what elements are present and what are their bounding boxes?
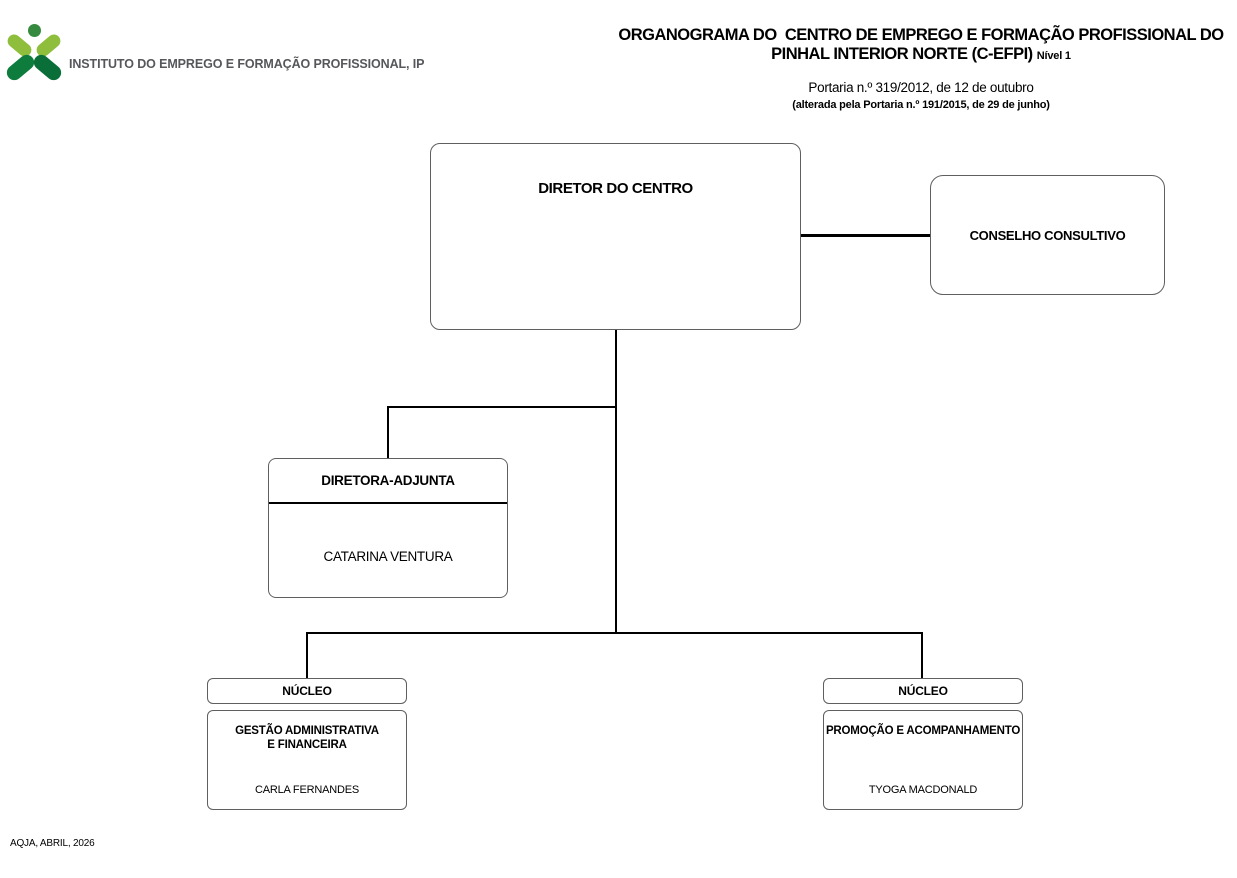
page-title: ORGANOGRAMA DO CENTRO DE EMPREGO E FORMA… xyxy=(601,26,1237,66)
logo-leg-left-shape xyxy=(3,51,38,84)
footer-credit: AQJA, ABRIL, 2026 xyxy=(10,838,95,849)
portaria-reference: Portaria n.º 319/2012, de 12 de outubro xyxy=(808,80,1034,95)
nucleus-left-title-line2: E FINANCEIRA xyxy=(267,739,347,751)
connector-deputy-horizontal xyxy=(387,406,617,408)
connector-nucleus-left-vertical xyxy=(306,632,308,679)
nucleus-left-title-line1: GESTÃO ADMINISTRATIVA xyxy=(235,725,379,737)
nucleus-right-name: TYOGA MACDONALD xyxy=(868,784,978,796)
nucleus-right-title: PROMOÇÃO E ACOMPANHAMENTO xyxy=(825,725,1021,737)
portaria-amendment: (alterada pela Portaria n.º 191/2015, de… xyxy=(792,99,1050,111)
nucleus-right-header: NÚCLEO xyxy=(823,678,1023,704)
connector-deputy-vertical xyxy=(387,406,389,459)
header: ORGANOGRAMA DO CENTRO DE EMPREGO E FORMA… xyxy=(601,26,1237,111)
advisory-council-title: CONSELHO CONSULTIVO xyxy=(969,227,1126,243)
nucleus-left-name: CARLA FERNANDES xyxy=(255,784,359,796)
level-label: Nível 1 xyxy=(1036,50,1071,62)
connector-director-advisory xyxy=(801,234,930,237)
nucleus-left-header: NÚCLEO xyxy=(207,678,407,704)
connector-nucleus-right-vertical xyxy=(921,632,923,679)
nucleus-left-title: GESTÃO ADMINISTRATIVA E FINANCEIRA xyxy=(208,711,406,752)
advisory-council-box: CONSELHO CONSULTIVO xyxy=(930,175,1165,295)
nucleus-left-box: GESTÃO ADMINISTRATIVA E FINANCEIRA CARLA… xyxy=(207,710,407,810)
deputy-director-box: DIRETORA-ADJUNTA CATARINA VENTURA xyxy=(268,458,508,598)
director-box: DIRETOR DO CENTRO xyxy=(430,143,801,330)
logo-head-shape xyxy=(28,24,41,37)
deputy-director-title: DIRETORA-ADJUNTA xyxy=(269,459,507,504)
logo-leg-right-shape xyxy=(30,51,65,84)
iefp-logo-icon xyxy=(3,24,65,88)
page-title-line1: ORGANOGRAMA DO CENTRO DE EMPREGO E FORMA… xyxy=(618,26,1224,44)
connector-trunk-vertical xyxy=(615,329,617,633)
institute-name: INSTITUTO DO EMPREGO E FORMAÇÃO PROFISSI… xyxy=(69,57,425,71)
page-title-line2: PINHAL INTERIOR NORTE (C-EFPI) xyxy=(771,45,1033,63)
director-title: DIRETOR DO CENTRO xyxy=(538,180,693,197)
connector-nuclei-horizontal xyxy=(306,632,923,634)
nucleus-right-box: PROMOÇÃO E ACOMPANHAMENTO TYOGA MACDONAL… xyxy=(823,710,1023,810)
deputy-director-name: CATARINA VENTURA xyxy=(323,549,453,564)
